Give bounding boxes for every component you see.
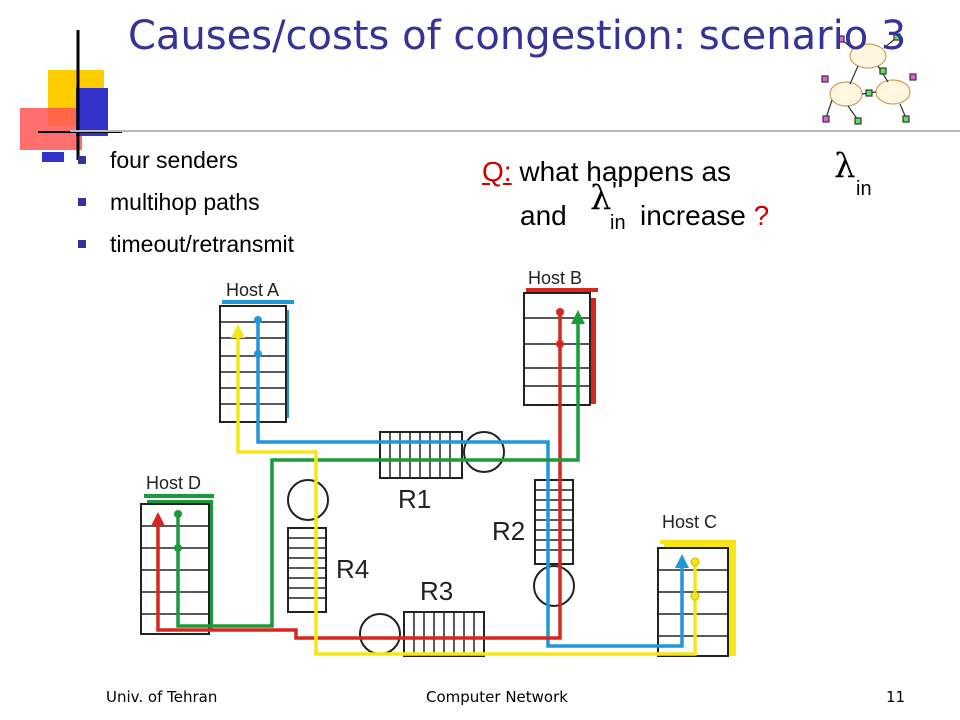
blue-path: [256, 320, 684, 648]
corner-decoration: [20, 30, 122, 162]
router-r4-label: R4: [336, 554, 369, 584]
router-r1: [379, 431, 505, 479]
footer-institution: Univ. of Tehran: [106, 688, 218, 706]
page-number: 11: [886, 688, 906, 706]
bullet-text: multihop paths: [110, 189, 260, 215]
green-dot: [174, 544, 182, 552]
title-divider: [70, 130, 960, 132]
bullet-item: timeout/retransmit: [78, 226, 294, 268]
question-mark: ?: [753, 200, 770, 231]
host-c-label: Host C: [662, 512, 717, 532]
bullet-list: four senders multihop paths timeout/retr…: [78, 142, 294, 268]
lambda-symbol: λ: [834, 146, 856, 186]
bullet-square-icon: [78, 198, 86, 206]
router-r3-label: R3: [420, 576, 453, 606]
router-r4: [287, 479, 329, 613]
host-c: [657, 540, 736, 657]
network-diagram: Host A Host B Host C Host D R1 R2 R3 R4: [140, 268, 736, 657]
slide-title: Causes/costs of congestion: scenario 3: [128, 13, 907, 59]
host-b-label: Host B: [528, 268, 582, 288]
bullet-text: four senders: [110, 147, 238, 173]
question-q-label: Q:: [482, 156, 512, 187]
lambda-prime-mark: ': [612, 176, 617, 206]
yellow-arrowhead: [231, 324, 245, 338]
question-line-2-end: increase ?: [640, 200, 769, 232]
question-line1-text: what happens as: [519, 156, 732, 187]
lambda-prime-subscript: in: [610, 212, 626, 234]
bullet-square-icon: [78, 156, 86, 164]
blue-arrowhead: [675, 554, 689, 568]
yellow-dot: [690, 591, 700, 601]
router-r2: [533, 479, 575, 607]
red-path: [156, 312, 562, 640]
footer-course: Computer Network: [426, 688, 568, 706]
router-r3: [359, 611, 485, 657]
host-d-label: Host D: [146, 473, 201, 493]
bullet-item: four senders: [78, 142, 294, 184]
lambda-subscript: in: [856, 178, 872, 200]
bullet-item: multihop paths: [78, 184, 294, 226]
question-increase-text: increase: [640, 200, 746, 231]
red-arrowhead: [151, 512, 165, 526]
question-line-2-and: and: [520, 200, 567, 231]
green-arrowhead: [571, 310, 585, 324]
bullet-square-icon: [78, 240, 86, 248]
red-dot: [556, 308, 564, 316]
blue-dot: [254, 350, 262, 358]
red-dot: [556, 340, 564, 348]
green-path: [176, 320, 580, 628]
blue-dot: [254, 316, 262, 324]
host-a-label: Host A: [226, 280, 279, 300]
bullet-text: timeout/retransmit: [110, 231, 295, 257]
router-r1-label: R1: [398, 484, 431, 514]
question-line-1: Q: what happens as: [482, 156, 731, 188]
network-cloud-icon: [821, 33, 917, 125]
lambda-prime-symbol: λ: [590, 178, 612, 218]
router-r2-label: R2: [492, 516, 525, 546]
green-dot: [174, 510, 182, 518]
yellow-path: [236, 334, 697, 656]
yellow-dot: [690, 557, 700, 567]
